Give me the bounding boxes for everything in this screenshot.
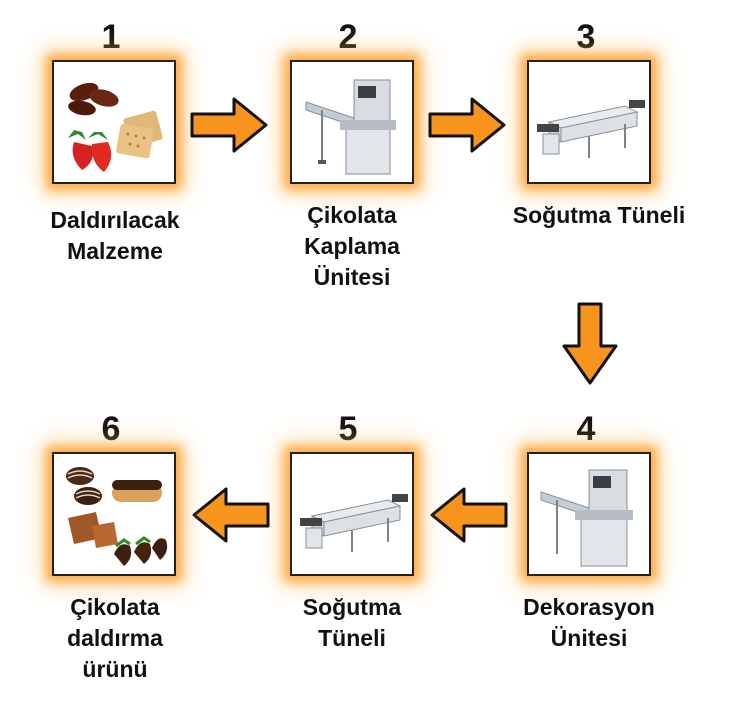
step-2-number: 2 (338, 18, 358, 56)
step-1-number: 1 (101, 18, 121, 56)
step-6-label-line-1: Çikolata (70, 594, 160, 620)
step-5-number: 5 (338, 410, 358, 448)
step-3-image-cooling-tunnel (527, 60, 651, 184)
step-2-image-coating-unit (290, 60, 414, 184)
chocolate-products-illustration (66, 467, 168, 566)
step-5-label: Soğutma Tüneli (252, 592, 452, 654)
step-1-image-ingredients (52, 60, 176, 184)
step-4-label-line-2: Ünitesi (550, 625, 628, 651)
step-6-label: Çikolata daldırma ürünü (15, 592, 215, 685)
step-6-label-line-3: ürünü (82, 656, 148, 682)
step-5-label-line-1: Soğutma (302, 594, 402, 620)
step-6-image-chocolate-products (52, 452, 176, 576)
arrow-right-1 (190, 97, 268, 153)
step-4-label-line-1: Dekorasyon (523, 594, 655, 620)
step-5-image-cooling-tunnel (290, 452, 414, 576)
arrow-left-2 (192, 487, 270, 543)
step-4-number: 4 (576, 410, 596, 448)
step-1-label-line-2: Malzeme (67, 238, 163, 264)
step-3-label: Soğutma Tüneli (489, 200, 709, 231)
ingredients-illustration (68, 82, 163, 172)
step-1-label: Daldırılacak Malzeme (15, 205, 215, 267)
step-5-label-line-2: Tüneli (318, 625, 386, 651)
cooling-tunnel-illustration (537, 100, 645, 158)
step-2-label-line-3: Ünitesi (313, 264, 391, 290)
arrow-down (562, 302, 618, 385)
coating-machine-illustration (305, 79, 396, 175)
step-3-number: 3 (576, 18, 596, 56)
step-4-label: Dekorasyon Ünitesi (489, 592, 689, 654)
step-2-label-line-1: Çikolata (307, 202, 397, 228)
step-6-label-line-2: daldırma (67, 625, 163, 651)
arrow-right-2 (428, 97, 506, 153)
step-2-label: Çikolata Kaplama Ünitesi (252, 200, 452, 293)
step-4-image-decoration-unit (527, 452, 651, 576)
decoration-machine-illustration (540, 469, 633, 567)
arrow-left-1 (430, 487, 508, 543)
step-6-number: 6 (101, 410, 121, 448)
cooling-tunnel-illustration-2 (300, 494, 408, 552)
step-1-label-line-1: Daldırılacak (50, 207, 180, 233)
step-3-label-line-1: Soğutma Tüneli (512, 202, 686, 228)
step-2-label-line-2: Kaplama (304, 233, 400, 259)
